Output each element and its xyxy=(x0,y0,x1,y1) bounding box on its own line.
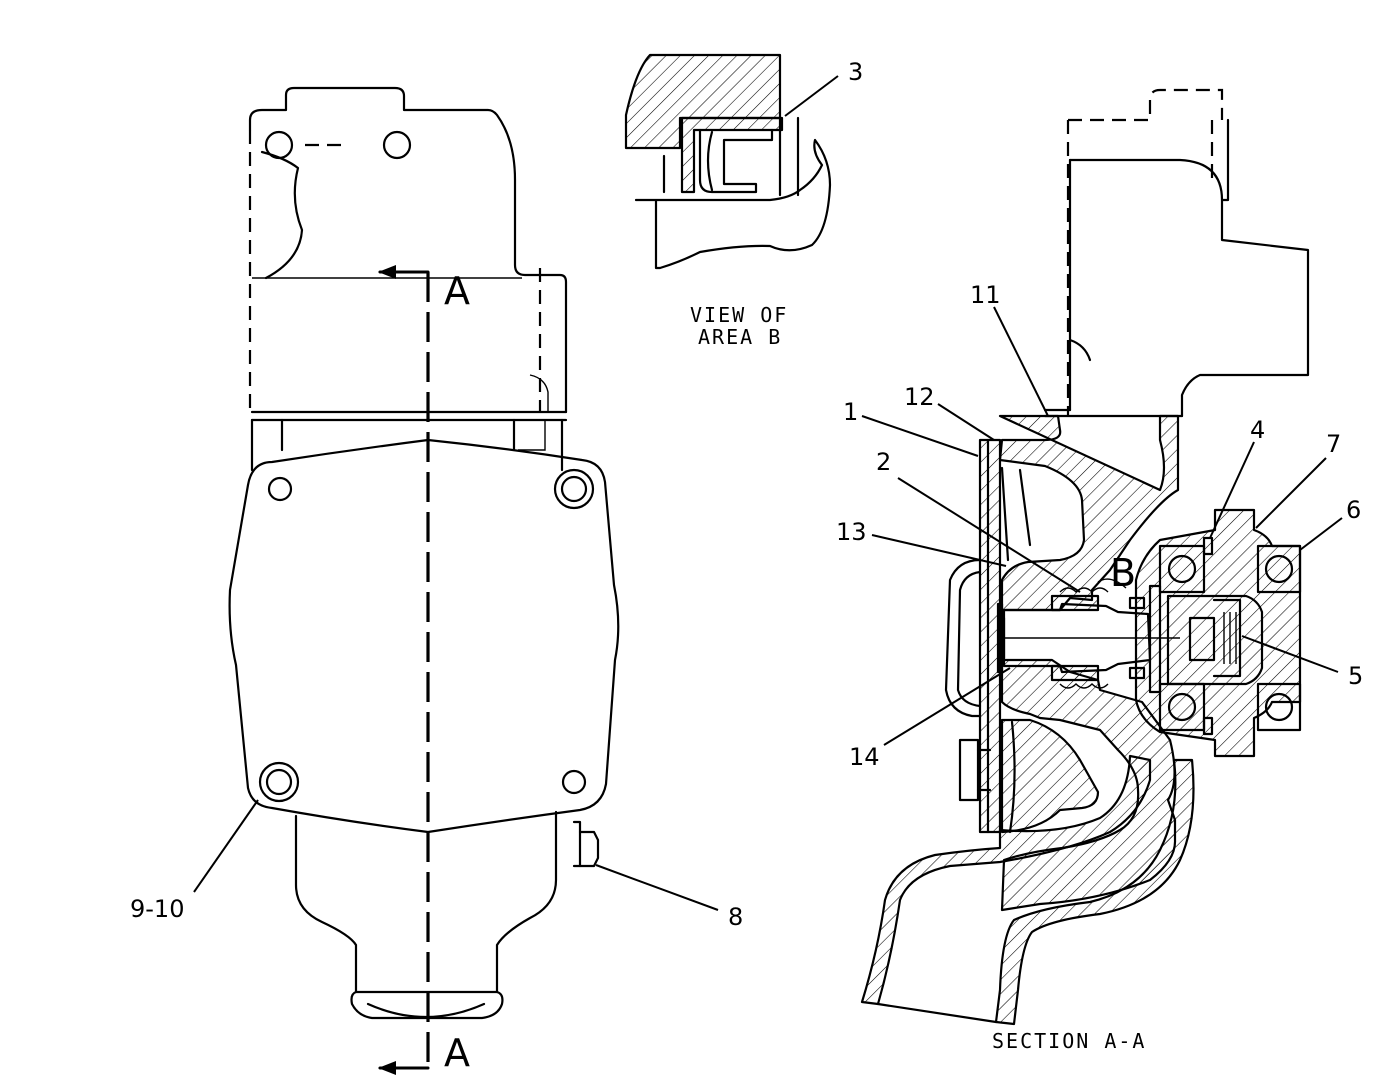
section-marker-top: A xyxy=(444,269,470,313)
callout-14: 14 xyxy=(849,743,880,771)
detail-marker-circle xyxy=(1097,578,1127,589)
detail-view-area-b xyxy=(624,53,832,270)
callout-7: 7 xyxy=(1326,430,1341,458)
view-caption-line1: VIEW OF xyxy=(690,303,788,327)
callout-9-10-leader xyxy=(193,799,259,893)
callout-3: 3 xyxy=(848,58,863,86)
callout-9-10: 9-10 xyxy=(130,895,184,923)
callout-11-leader xyxy=(993,306,1049,417)
callout-1: 1 xyxy=(843,398,858,426)
pump-section-view xyxy=(860,88,1310,1026)
callout-14-leader xyxy=(883,667,1011,746)
callout-13-leader xyxy=(871,534,1007,567)
section-cut-line xyxy=(378,265,430,1075)
callout-6: 6 xyxy=(1346,496,1361,524)
callout-4: 4 xyxy=(1250,416,1265,444)
callout-6-leader xyxy=(1299,517,1343,551)
callout-2-leader xyxy=(897,477,1081,593)
callout-2: 2 xyxy=(876,448,891,476)
callout-1-leader xyxy=(861,415,979,457)
view-caption-line2: AREA B xyxy=(698,325,782,349)
callout-5-leader xyxy=(1241,635,1339,673)
callout-11: 11 xyxy=(970,281,1001,309)
callout-5: 5 xyxy=(1348,662,1363,690)
callout-12: 12 xyxy=(904,383,935,411)
section-caption: SECTION A-A xyxy=(992,1029,1146,1053)
section-marker-bottom: A xyxy=(444,1031,470,1075)
callout-8-leader xyxy=(595,864,719,911)
callout-4-leader xyxy=(1209,441,1255,539)
pump-front-view xyxy=(228,86,620,1020)
callout-7-leader xyxy=(1255,457,1327,529)
callout-8: 8 xyxy=(728,903,743,931)
detail-marker-b: B xyxy=(1110,551,1136,595)
callout-3-leader xyxy=(784,75,839,117)
callout-13: 13 xyxy=(836,518,867,546)
callout-12-leader xyxy=(937,403,995,441)
